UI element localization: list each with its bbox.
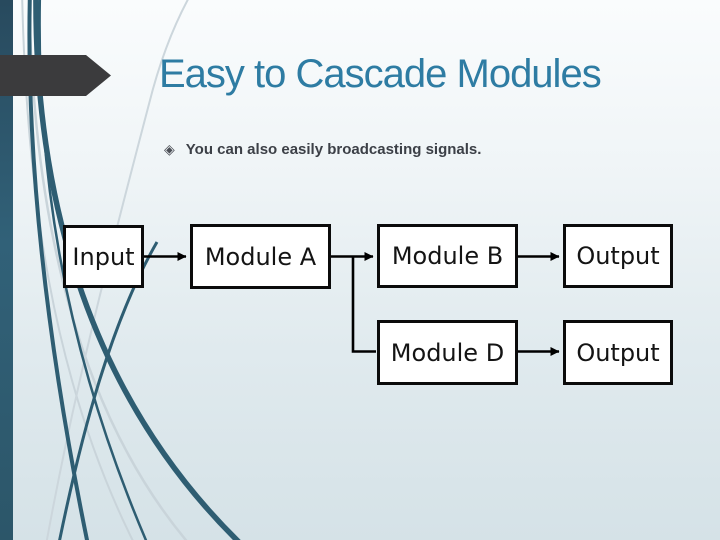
diagram-node-module-d: Module D xyxy=(377,320,518,385)
background-curve-dark-1 xyxy=(27,0,90,540)
banner-arrow-shape xyxy=(0,55,111,96)
diagram-node-output-bottom: Output xyxy=(563,320,673,385)
node-label: Module B xyxy=(391,242,504,270)
diamond-bullet-icon: ◈ xyxy=(164,141,175,158)
connector-branch-to-module-d xyxy=(351,256,376,353)
diagram-node-module-a: Module A xyxy=(190,224,331,289)
diagram-node-output-top: Output xyxy=(563,224,673,288)
bullet-text: You can also easily broadcasting signals… xyxy=(185,141,482,158)
node-label: Module D xyxy=(390,338,505,367)
node-label: Output xyxy=(576,242,660,270)
accent-bar xyxy=(0,0,13,540)
node-label: Module A xyxy=(204,242,317,271)
diagram-node-module-b: Module B xyxy=(377,224,518,288)
diagram-node-input: Input xyxy=(63,225,144,288)
node-label: Output xyxy=(576,338,660,367)
slide-title: Easy to Cascade Modules xyxy=(159,52,602,96)
node-label: Input xyxy=(72,242,135,271)
bullet-item: ◈ You can also easily broadcasting signa… xyxy=(164,141,481,158)
